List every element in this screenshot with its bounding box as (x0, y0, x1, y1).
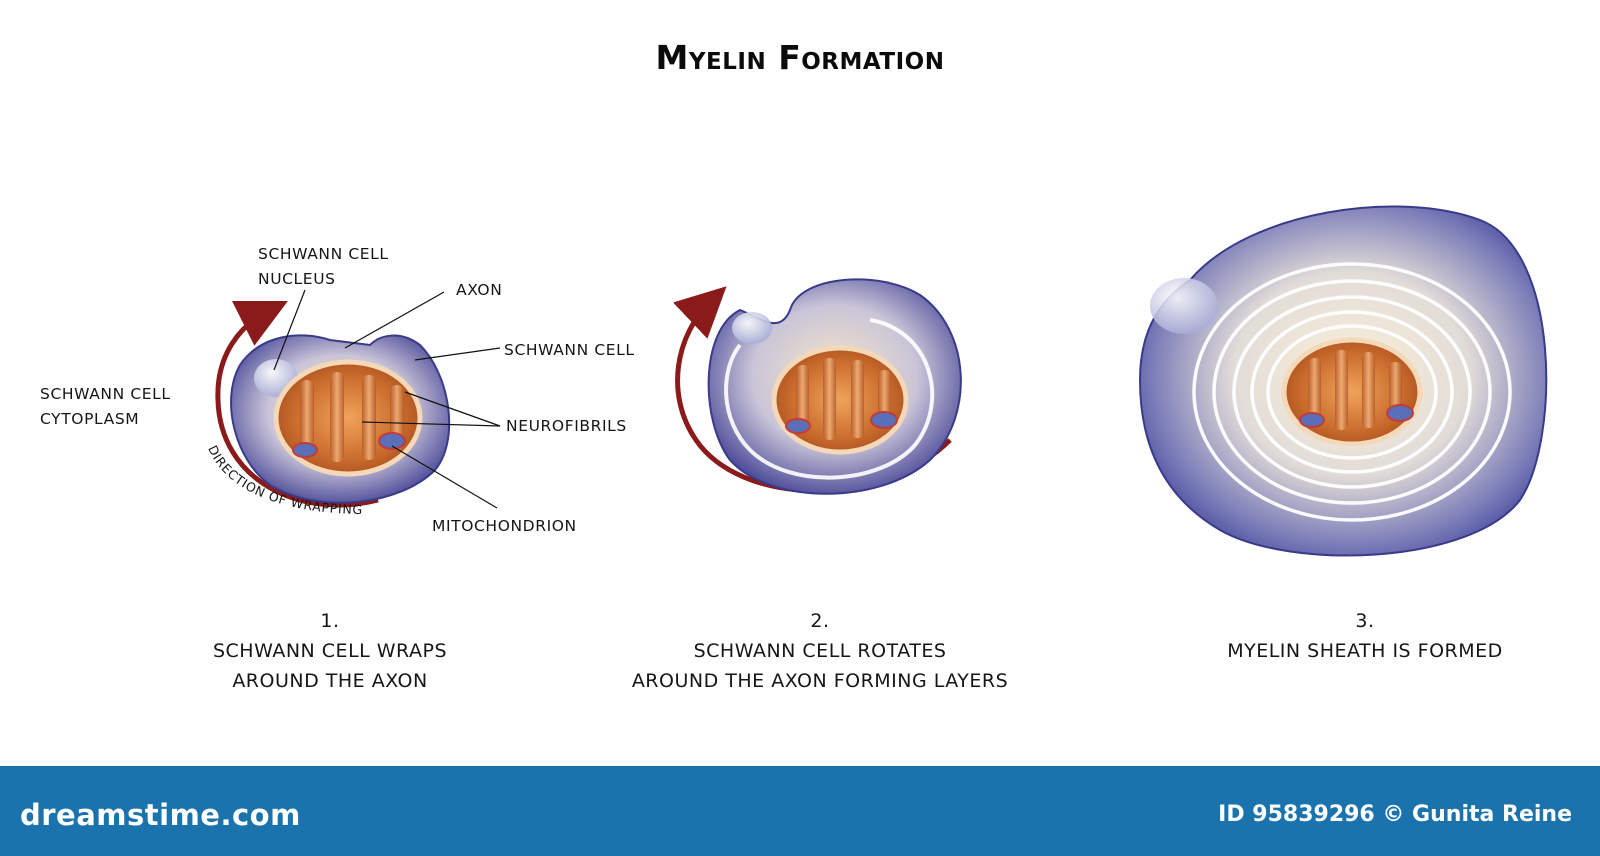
step-2-number: 2. (810, 610, 830, 632)
step-1-line1: SCHWANN CELL WRAPS (212, 640, 448, 662)
label-axon: AXON (456, 281, 503, 299)
brand-logo[interactable]: dreamstime.com (20, 798, 301, 832)
schwann-nucleus-3 (1150, 278, 1218, 334)
diagram-2 (673, 278, 962, 495)
label-nucleus-line2: NUCLEUS (258, 270, 336, 288)
mitochondrion-1b (378, 432, 406, 450)
step-2-line1: SCHWANN CELL ROTATES (693, 640, 947, 662)
membrane-layer-2 (724, 318, 935, 480)
label-schwann-cell: SCHWANN CELL (504, 341, 635, 359)
footer-bar: dreamstime.com ID 95839296 © Gunita Rein… (0, 766, 1600, 856)
leader-lines-1 (273, 289, 501, 509)
diagram-3 (1138, 205, 1548, 557)
label-cytoplasm: SCHWANN CELL CYTOPLASM (40, 382, 171, 432)
label-nucleus: SCHWANN CELL NUCLEUS (258, 242, 389, 292)
diagram-1 (215, 289, 501, 509)
mitochondrion-3a (1299, 412, 1325, 428)
label-cytoplasm-line2: CYTOPLASM (40, 410, 140, 428)
label-nucleus-line1: SCHWANN CELL (258, 245, 389, 263)
step-2-line2: AROUND THE AXON FORMING LAYERS (631, 670, 1009, 692)
step-1-caption: 1. SCHWANN CELL WRAPS AROUND THE AXON (175, 606, 485, 696)
label-mitochondrion: MITOCHONDRION (432, 517, 577, 535)
step-1-number: 1. (320, 610, 340, 632)
label-cytoplasm-line1: SCHWANN CELL (40, 385, 171, 403)
wrap-arrow-1 (215, 301, 379, 508)
mitochondrion-2a (785, 418, 811, 434)
step-2-caption: 2. SCHWANN CELL ROTATES AROUND THE AXON … (600, 606, 1040, 696)
mitochondrion-3b (1386, 404, 1414, 422)
step-3-caption: 3. MYELIN SHEATH IS FORMED (1195, 606, 1535, 666)
mitochondrion-2b (870, 411, 898, 429)
label-neurofibrils: NEUROFIBRILS (506, 417, 627, 435)
page-title: Myelin Formation (655, 38, 945, 77)
neurofibrils-3 (1308, 350, 1402, 430)
mitochondrion-1a (292, 442, 318, 458)
step-3-line1: MYELIN SHEATH IS FORMED (1227, 640, 1503, 662)
neurofibrils-1 (300, 372, 404, 462)
image-credit: ID 95839296 © Gunita Reine (1218, 802, 1572, 827)
schwann-nucleus-2 (732, 312, 772, 344)
step-3-number: 3. (1355, 610, 1375, 632)
myelin-layers (1192, 262, 1512, 522)
step-1-line2: AROUND THE AXON (232, 670, 428, 692)
